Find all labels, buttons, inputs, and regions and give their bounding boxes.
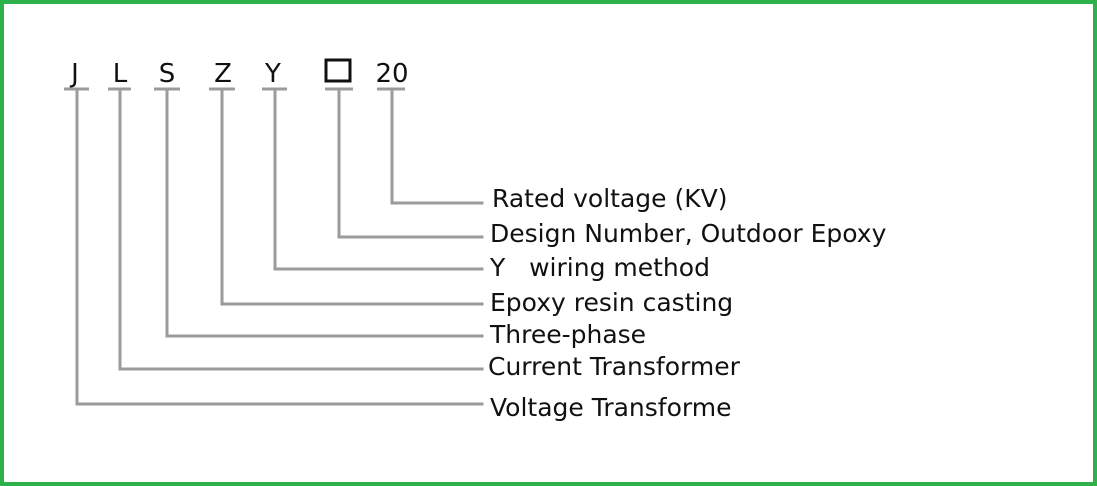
leader-wiring-method <box>273 87 484 271</box>
leader-current-transformer <box>118 87 484 371</box>
code-letter-l: L <box>113 59 128 89</box>
code-number-20: 20 <box>375 59 408 89</box>
code-letter-y: Y <box>264 59 281 89</box>
leader-rated-voltage <box>390 87 484 205</box>
desc-rated-voltage: Rated voltage (KV) <box>492 184 728 213</box>
desc-wiring-method: Y wiring method <box>489 253 710 282</box>
desc-current-transformer: Current Transformer <box>488 352 741 381</box>
code-letter-z: Z <box>214 59 232 89</box>
design-number-box <box>324 58 352 83</box>
leader-voltage-transformer <box>75 87 484 406</box>
code-letter-j: J <box>69 59 79 89</box>
desc-design-number: Design Number, Outdoor Epoxy <box>490 219 887 248</box>
desc-epoxy-casting: Epoxy resin casting <box>490 288 733 317</box>
leader-three-phase <box>165 87 484 338</box>
leader-design-number <box>337 87 484 239</box>
code-letter-s: S <box>159 59 176 89</box>
leader-epoxy-casting <box>220 87 484 306</box>
desc-three-phase: Three-phase <box>489 320 646 349</box>
desc-voltage-transformer: Voltage Transforme <box>490 393 731 422</box>
